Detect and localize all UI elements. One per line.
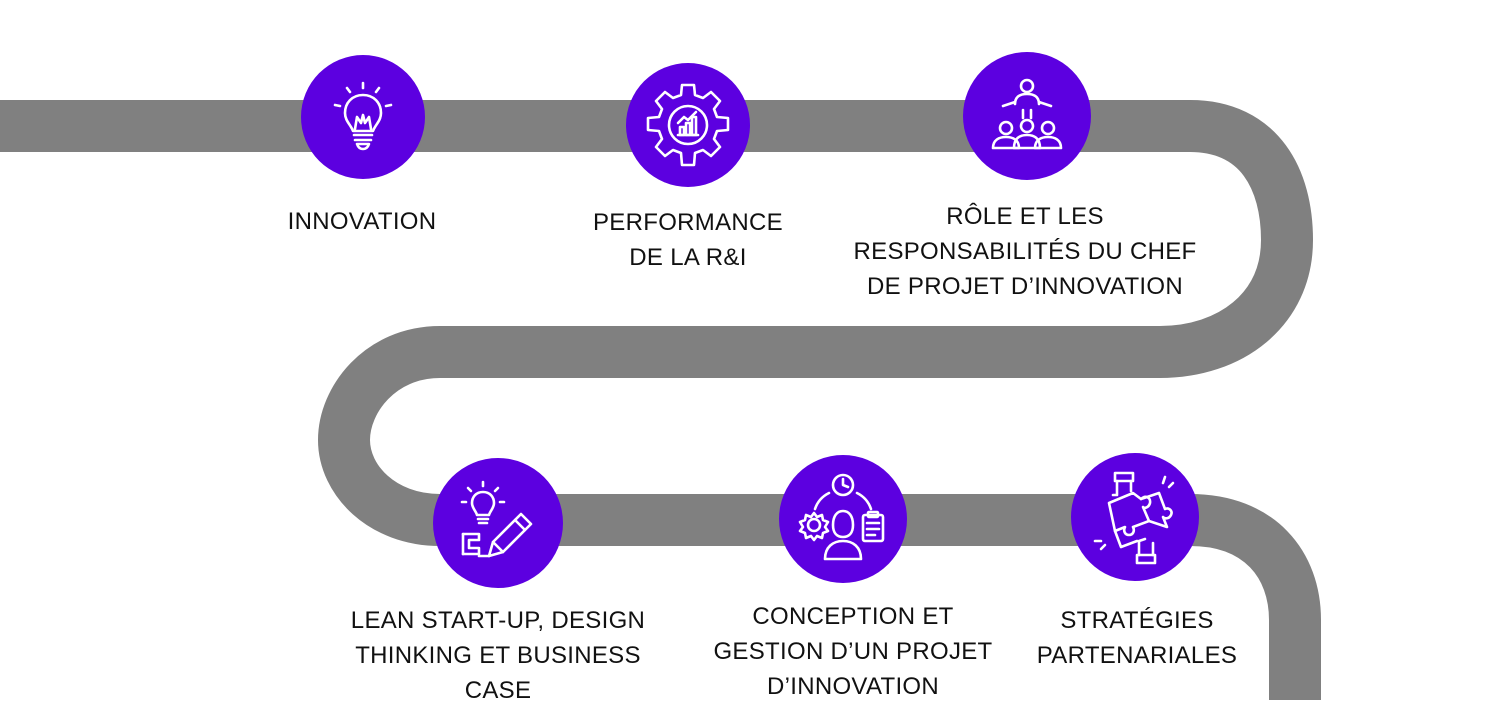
idea-pencil-icon: [460, 480, 533, 558]
step-node-performance: [626, 63, 750, 187]
step-label-role: RÔLE ET LES RESPONSABILITÉS DU CHEF DE P…: [853, 203, 1197, 300]
step-node-strategies: [1071, 453, 1199, 581]
step-label-innovation: INNOVATION: [287, 208, 437, 235]
step-label-lean-startup: LEAN START-UP, DESIGN THINKING ET BUSINE…: [350, 607, 646, 704]
gear-chart-icon: [646, 83, 730, 167]
puzzle-hands-icon: [1093, 471, 1175, 565]
step-node-innovation: [301, 55, 425, 179]
project-manager-icon: [798, 473, 885, 561]
team-leader-icon: [991, 78, 1063, 150]
step-node-conception: [779, 455, 907, 583]
step-label-strategies: STRATÉGIES PARTENARIALES: [1036, 607, 1238, 669]
step-node-lean-startup: [433, 458, 563, 588]
step-label-performance: PERFORMANCE DE LA R&I: [593, 209, 783, 271]
lightbulb-icon: [333, 81, 393, 151]
step-label-conception: CONCEPTION ET GESTION D’UN PROJET D’INNO…: [713, 603, 993, 700]
step-node-role: [963, 52, 1091, 180]
